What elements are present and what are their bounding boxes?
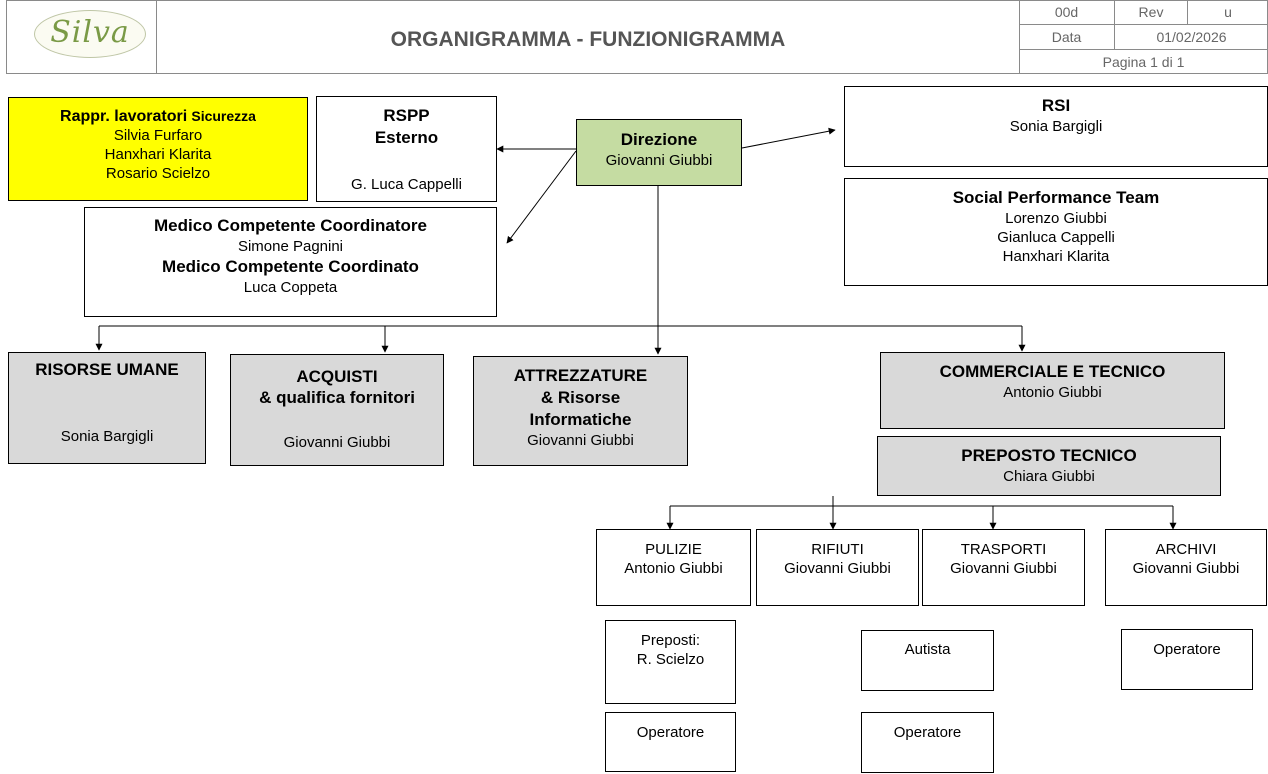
rspp-title-1: RSPP <box>383 106 430 125</box>
acquisti-title-2: & qualifica fornitori <box>259 388 415 407</box>
commerciale-name: Antonio Giubbi <box>1003 384 1102 401</box>
trasporti-name: Giovanni Giubbi <box>950 560 1057 577</box>
rifiuti-name: Giovanni Giubbi <box>784 560 891 577</box>
spt-title: Social Performance Team <box>952 188 1160 207</box>
rev-label: Rev <box>1138 4 1164 20</box>
direzione-title: Direzione <box>620 130 698 149</box>
rspp-name: G. Luca Cappelli <box>351 176 462 193</box>
node-rifiuti: RIFIUTI Giovanni Giubbi <box>756 529 919 606</box>
node-attrezzature: ATTREZZATURE & Risorse Informatiche Giov… <box>473 356 688 466</box>
node-commerciale-e-tecnico: COMMERCIALE E TECNICO Antonio Giubbi <box>880 352 1225 429</box>
rspp-title-2: Esterno <box>374 128 439 147</box>
acquisti-title-1: ACQUISTI <box>296 367 378 386</box>
node-trasporti: TRASPORTI Giovanni Giubbi <box>922 529 1085 606</box>
node-operatore-pulizie: Operatore <box>605 712 736 772</box>
rls-member: Hanxhari Klarita <box>104 146 212 163</box>
node-operatore-trasporti: Operatore <box>861 712 994 773</box>
direzione-name: Giovanni Giubbi <box>605 152 713 169</box>
rsi-name: Sonia Bargigli <box>1009 118 1103 135</box>
operatore-pulizie-label: Operatore <box>636 724 705 741</box>
arrow-to-rsi <box>741 127 836 149</box>
node-preposto-tecnico: PREPOSTO TECNICO Chiara Giubbi <box>877 436 1221 496</box>
preposto-name: Chiara Giubbi <box>1003 468 1095 485</box>
archivi-name: Giovanni Giubbi <box>1132 560 1240 577</box>
risorse-umane-name: Sonia Bargigli <box>60 428 154 445</box>
node-rls: Rappr. lavoratori Sicurezza Silvia Furfa… <box>8 97 308 201</box>
company-logo: Silva <box>34 10 146 58</box>
trasporti-title: TRASPORTI <box>960 541 1047 558</box>
rifiuti-title: RIFIUTI <box>811 541 864 558</box>
autista-label: Autista <box>904 641 951 658</box>
preposto-title: PREPOSTO TECNICO <box>961 446 1137 465</box>
node-direzione: Direzione Giovanni Giubbi <box>576 119 742 186</box>
operatore-archivi-label: Operatore <box>1153 641 1221 658</box>
risorse-umane-title: RISORSE UMANE <box>35 360 179 379</box>
rsi-title: RSI <box>1041 96 1071 115</box>
commerciale-title: COMMERCIALE E TECNICO <box>939 362 1166 381</box>
archivi-title: ARCHIVI <box>1155 541 1217 558</box>
node-risorse-umane: RISORSE UMANE Sonia Bargigli <box>8 352 206 464</box>
node-autista: Autista <box>861 630 994 691</box>
node-operatore-archivi: Operatore <box>1121 629 1253 690</box>
pulizie-name: Antonio Giubbi <box>624 560 723 577</box>
attrezzature-title-2: & Risorse <box>540 388 621 407</box>
node-medico-competente: Medico Competente Coordinatore Simone Pa… <box>84 207 497 317</box>
rls-title-a: Rappr. lavoratori <box>60 108 188 125</box>
node-archivi: ARCHIVI Giovanni Giubbi <box>1105 529 1267 606</box>
medico-title-1: Medico Competente Coordinatore <box>154 216 427 235</box>
node-rspp: RSPP Esterno G. Luca Cappelli <box>316 96 497 202</box>
node-rsi: RSI Sonia Bargigli <box>844 86 1268 167</box>
rls-member: Rosario Scielzo <box>105 165 211 182</box>
spt-member: Lorenzo Giubbi <box>1005 210 1107 227</box>
attrezzature-title-1: ATTREZZATURE <box>513 366 648 385</box>
node-acquisti: ACQUISTI & qualifica fornitori Giovanni … <box>230 354 444 466</box>
date-label: Data <box>1051 29 1082 45</box>
rls-member: Silvia Furfaro <box>113 127 203 144</box>
medico-name-2: Luca Coppeta <box>243 279 338 296</box>
date-value: 01/02/2026 <box>1156 29 1227 45</box>
doc-code: 00d <box>1054 4 1079 20</box>
arrow-to-medico <box>506 150 577 244</box>
attrezzature-title-3: Informatiche <box>529 410 632 429</box>
spt-member: Gianluca Cappelli <box>997 229 1115 246</box>
spt-member: Hanxhari Klarita <box>1002 248 1110 265</box>
document-title: ORGANIGRAMMA - FUNZIONIGRAMMA <box>390 28 786 51</box>
node-social-performance-team: Social Performance Team Lorenzo Giubbi G… <box>844 178 1268 286</box>
medico-name-1: Simone Pagnini <box>237 238 344 255</box>
rev-value: u <box>1224 4 1232 20</box>
logo-text: Silva <box>50 15 130 50</box>
preposti-line-2: R. Scielzo <box>636 651 705 668</box>
attrezzature-name: Giovanni Giubbi <box>527 432 634 449</box>
rls-title-b: Sicurezza <box>191 108 256 124</box>
operatore-trasporti-label: Operatore <box>893 724 962 741</box>
preposti-line-1: Preposti: <box>640 632 701 649</box>
page-number: Pagina 1 di 1 <box>1102 54 1185 70</box>
logo-cell: Silva <box>6 0 157 74</box>
node-pulizie: PULIZIE Antonio Giubbi <box>596 529 751 606</box>
medico-title-2: Medico Competente Coordinato <box>162 257 419 276</box>
pulizie-title: PULIZIE <box>645 541 702 558</box>
acquisti-name: Giovanni Giubbi <box>283 434 391 451</box>
node-preposti-pulizie: Preposti: R. Scielzo <box>605 620 736 704</box>
